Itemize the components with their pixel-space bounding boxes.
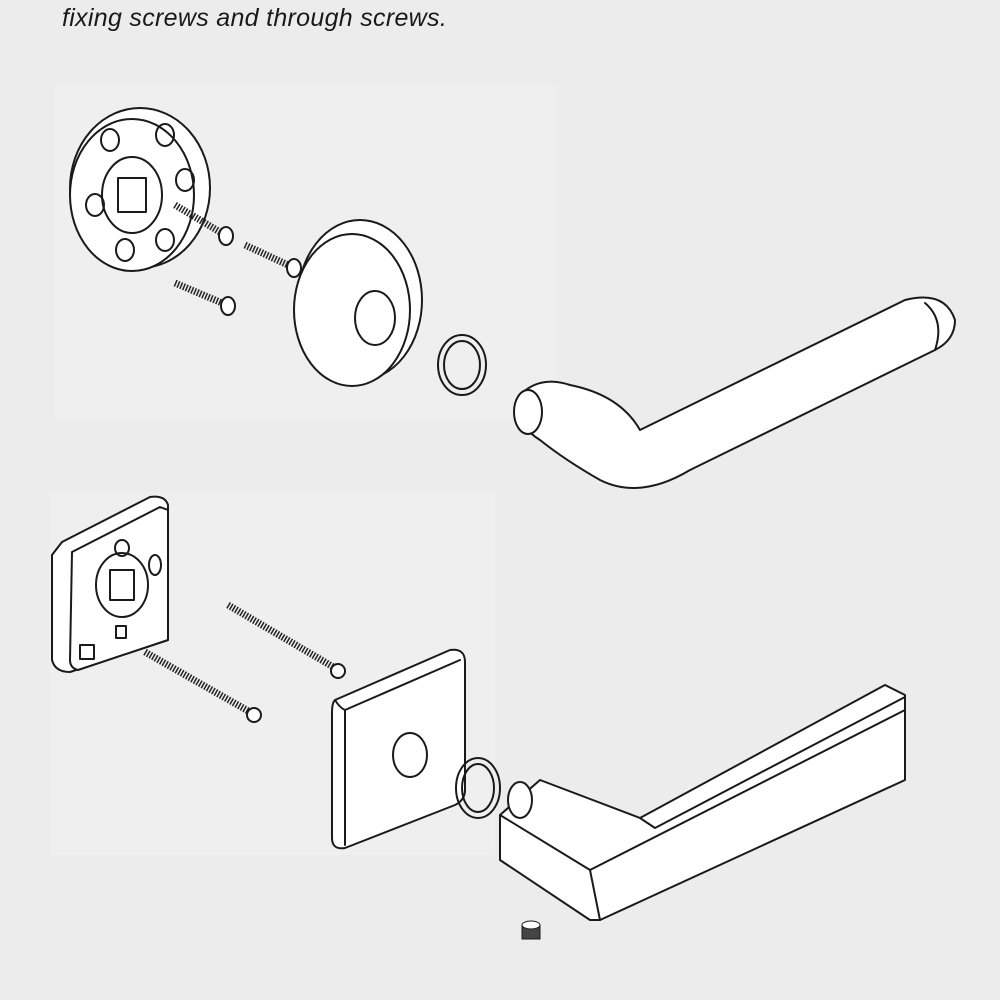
- square-lever-handle: [499, 684, 906, 921]
- ring-bottom: [455, 757, 501, 819]
- through-screws: [143, 601, 346, 723]
- grub-screw: [521, 920, 541, 940]
- wood-screws: [173, 201, 302, 316]
- caption-text: fixing screws and through screws.: [62, 4, 448, 32]
- ring-top: [437, 334, 487, 396]
- round-cover-rose: [293, 219, 423, 387]
- square-cover-rose: [331, 648, 466, 850]
- round-rose-base: [69, 107, 211, 272]
- round-lever-handle: [513, 296, 956, 489]
- square-rose-base: [51, 495, 169, 673]
